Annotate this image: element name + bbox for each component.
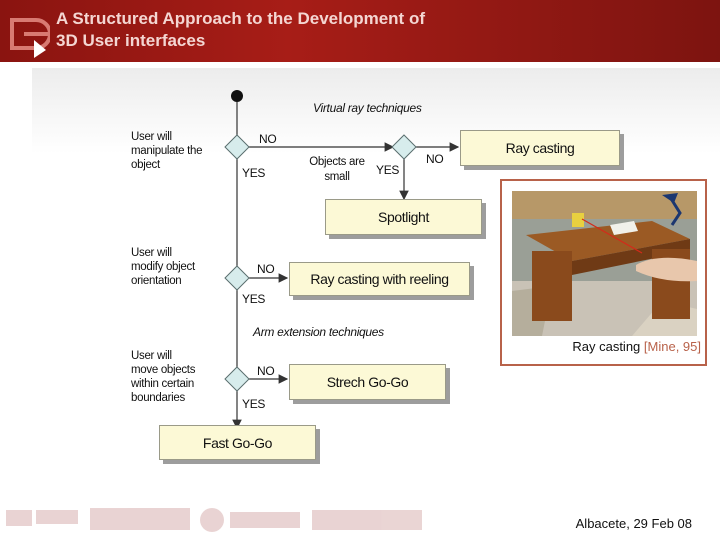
arm-extension-label: Arm extension techniques <box>253 325 384 339</box>
box-spotlight: Spotlight <box>325 199 482 235</box>
slide-title-line1: A Structured Approach to the Development… <box>56 9 425 28</box>
q3-no-label: NO <box>257 364 275 378</box>
slide-title-line2: 3D User interfaces <box>56 31 206 50</box>
question-line: within certain <box>131 378 194 390</box>
question-boundaries: User will move objects within certain bo… <box>131 349 195 405</box>
q2-no-label: NO <box>257 262 275 276</box>
question-line: object <box>131 159 160 171</box>
question-line: modify object <box>131 261 195 273</box>
small-no-label: NO <box>426 152 444 166</box>
box-fast-gogo: Fast Go-Go <box>159 425 316 460</box>
question-line: Objects are <box>309 156 365 168</box>
question-line: User will <box>131 131 172 143</box>
small-yes-label: YES <box>376 163 400 177</box>
question-orientation: User will modify object orientation <box>131 246 195 288</box>
header-band: A Structured Approach to the Development… <box>0 0 720 62</box>
question-line: manipulate the <box>131 145 203 157</box>
logo-icon <box>10 18 50 58</box>
photo-caption-text: Ray casting <box>572 339 644 354</box>
q3-yes-label: YES <box>242 397 266 411</box>
q2-yes-label: YES <box>242 292 266 306</box>
start-node <box>231 90 243 102</box>
footer-logos-watermark <box>6 508 422 532</box>
decision-diamond-small <box>391 134 417 160</box>
question-line: boundaries <box>131 392 185 404</box>
footer-date: Albacete, 29 Feb 08 <box>575 516 692 531</box>
ray-casting-scene-image <box>512 191 697 336</box>
photo-citation: [Mine, 95] <box>643 339 701 354</box>
question-line: orientation <box>131 275 182 287</box>
decision-diamond-boundaries <box>224 366 250 392</box>
question-line: move objects <box>131 364 196 376</box>
ray-casting-photo-frame: Ray casting [Mine, 95] <box>500 179 707 366</box>
decision-diamond-orientation <box>224 265 250 291</box>
q1-no-label: NO <box>259 132 277 146</box>
slide-title: A Structured Approach to the Development… <box>56 8 616 52</box>
question-line: User will <box>131 247 172 259</box>
q1-yes-label: YES <box>242 166 266 180</box>
question-line: small <box>324 171 350 183</box>
box-ray-casting-reeling: Ray casting with reeling <box>289 262 470 296</box>
box-ray-casting: Ray casting <box>460 130 620 166</box>
virtual-ray-label: Virtual ray techniques <box>313 101 422 115</box>
footer <box>0 498 720 540</box>
question-objects-small: Objects are small <box>302 155 372 185</box>
question-line: User will <box>131 350 172 362</box>
decision-diamond-manipulate <box>224 134 250 160</box>
box-strech-gogo: Strech Go-Go <box>289 364 446 400</box>
photo-caption: Ray casting [Mine, 95] <box>502 339 701 354</box>
question-manipulate: User will manipulate the object <box>131 130 203 172</box>
